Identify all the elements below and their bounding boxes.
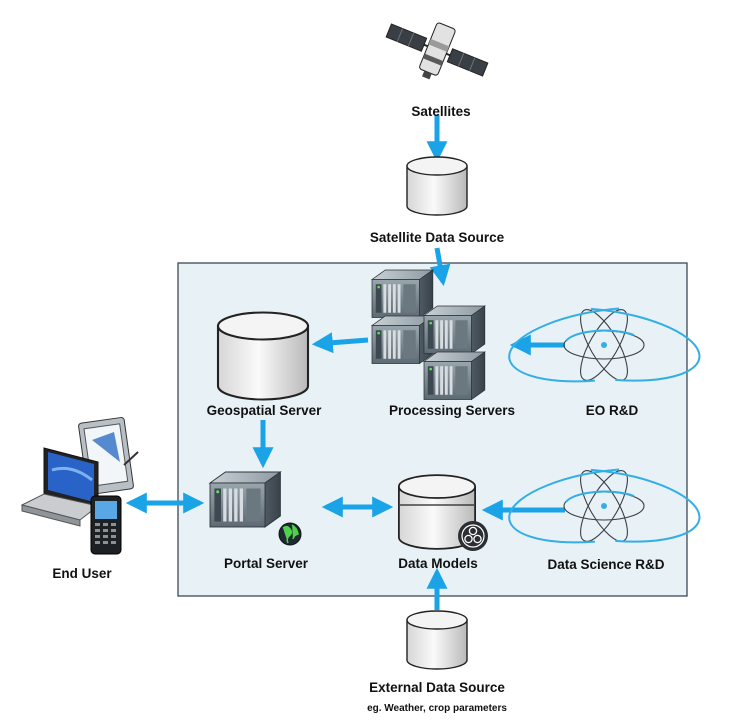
geospatial-server-icon [216,311,310,401]
data-models-icon [398,474,488,551]
geospatial-server-label: Geospatial Server [206,403,322,418]
flow-arrows [125,115,565,610]
external-data-source-icon [406,610,468,670]
data-models-label: Data Models [398,556,478,571]
globe-icon [278,522,302,546]
portal-server-icon [209,471,302,546]
satellite-data-source-label: Satellite Data Source [369,230,505,245]
arrow-processing-to-geospatial [311,332,369,354]
end-user-devices-icon [20,417,139,555]
satellite-data-source-icon [406,156,468,216]
arrow-source-to-processing [429,247,451,287]
end-user-label: End User [52,566,112,581]
data-science-rd-label: Data Science R&D [547,557,665,572]
processing-servers-label: Processing Servers [388,403,516,418]
satellites-label: Satellites [411,104,471,119]
external-data-source-sublabel: eg. Weather, crop parameters [367,703,507,714]
eo-rd-label: EO R&D [585,403,639,418]
satellite-icon [385,22,489,80]
external-data-source-label: External Data Source [369,680,505,695]
portal-server-label: Portal Server [223,556,309,571]
